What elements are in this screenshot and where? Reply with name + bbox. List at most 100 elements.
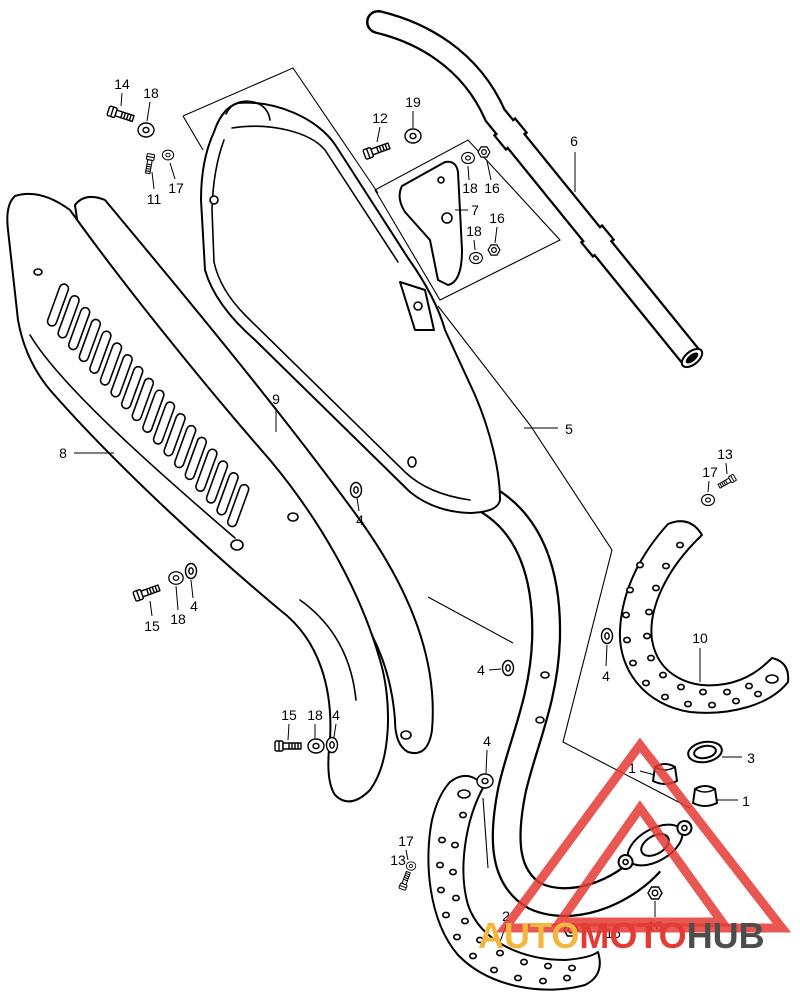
bolt-icon (106, 105, 136, 125)
washer-icon (405, 861, 417, 871)
part-number-label: 18 (170, 611, 186, 627)
leader-line (190, 579, 194, 599)
bolt-icon (362, 140, 392, 161)
collar-part-1 (692, 785, 718, 807)
vent-slot (110, 354, 133, 398)
muffler-end-cap (225, 100, 271, 121)
part-number-label: 17 (168, 180, 184, 196)
perforation-holes (621, 541, 762, 709)
leader-line (494, 226, 498, 244)
bolt-icon (132, 582, 162, 603)
watermark-text-auto: AUTO (478, 915, 579, 956)
vent-slot (131, 377, 155, 422)
perforation-hole (538, 977, 547, 985)
heat-shield-hole (33, 268, 43, 276)
perforation-hole (707, 701, 716, 709)
vent-slot (195, 448, 218, 492)
perforation-hole (753, 690, 762, 698)
half-collar-edge (694, 788, 716, 793)
perforation-hole (435, 861, 444, 869)
perforation-hole (661, 562, 670, 570)
perforation-hole (448, 868, 457, 876)
part-number-label: 4 (332, 707, 340, 723)
vent-slot (57, 295, 80, 339)
perforation-hole (622, 636, 631, 644)
vent-slot (67, 306, 91, 351)
leader-line (485, 749, 488, 774)
watermark-triangle-outer (496, 737, 792, 933)
vent-slot (99, 342, 123, 386)
part-number-label: 4 (483, 733, 491, 749)
nut-icon (487, 244, 501, 256)
bolt-icon (143, 152, 156, 175)
leader-line (473, 239, 476, 251)
part-number-label: 13 (717, 446, 733, 462)
grommet-icon (184, 562, 198, 580)
leader-line (405, 849, 409, 861)
bracket-plate (398, 160, 463, 286)
part-number-label: 3 (747, 750, 755, 766)
heat-shield-emboss-edge (29, 334, 236, 539)
watermark-text-moto: MOTO (579, 915, 686, 956)
vent-slots (46, 283, 250, 528)
exhaust-pipe-body (481, 489, 660, 915)
leader-line (725, 462, 728, 475)
perforation-hole (635, 561, 644, 569)
perforation-hole (621, 611, 630, 619)
muffler-top-edge (231, 125, 399, 263)
vent-slot (78, 318, 102, 363)
washer-icon (404, 128, 422, 144)
perforation-holes (435, 811, 576, 985)
part-number-label: 15 (144, 618, 160, 634)
washer-icon (461, 151, 475, 165)
perforation-hole (731, 697, 740, 705)
perforation-hole (675, 541, 684, 549)
grommet-icon (325, 736, 339, 754)
part-number-label: 4 (602, 668, 610, 684)
leader-line (356, 497, 360, 512)
bolt-icon (274, 740, 302, 752)
leader-line (707, 480, 710, 493)
part-number-label: 14 (114, 76, 130, 92)
perforation-hole (683, 700, 692, 708)
bracket-hole (441, 212, 453, 224)
leader-line (486, 160, 492, 181)
nut-icon (477, 146, 491, 158)
perforation-hole (651, 584, 660, 592)
nut-icon (647, 886, 663, 900)
pipe-mount-hole (535, 716, 545, 724)
construction-line (482, 797, 489, 869)
perforation-hole (625, 586, 634, 594)
exhaust-pipe-part-5 (479, 487, 662, 918)
construction-lines (182, 67, 691, 869)
washer-icon (701, 493, 715, 507)
gasket-inner (693, 744, 717, 760)
bracket-hole (437, 176, 445, 184)
watermark-text: AUTOMOTOHUB (478, 915, 765, 956)
perforation-hole (468, 952, 477, 960)
tail-pipe-body (375, 12, 700, 365)
part-number-label: 18 (466, 223, 482, 239)
perforation-hole (676, 683, 685, 691)
perforation-hole (567, 964, 576, 972)
part-number-label: 2 (502, 908, 510, 924)
construction-line (182, 67, 379, 194)
tail-pipe-collar-fill (496, 120, 612, 255)
leader-line (376, 126, 381, 143)
washer-icon (469, 251, 483, 265)
part-number-label: 10 (692, 630, 708, 646)
perforation-hole (441, 911, 450, 919)
watermark-logo: AUTOMOTOHUB (478, 737, 792, 956)
part-number-label: 1 (742, 793, 750, 809)
perforation-hole (436, 886, 445, 894)
leader-line (605, 644, 608, 667)
vent-slot (46, 283, 70, 327)
perforation-hole (458, 811, 467, 819)
washer-icon (161, 149, 175, 161)
perforation-hole (644, 608, 653, 616)
muffler-hole (407, 456, 417, 468)
vent-slot (205, 460, 229, 504)
perforation-hole (489, 966, 498, 974)
perforation-hole (475, 936, 484, 944)
